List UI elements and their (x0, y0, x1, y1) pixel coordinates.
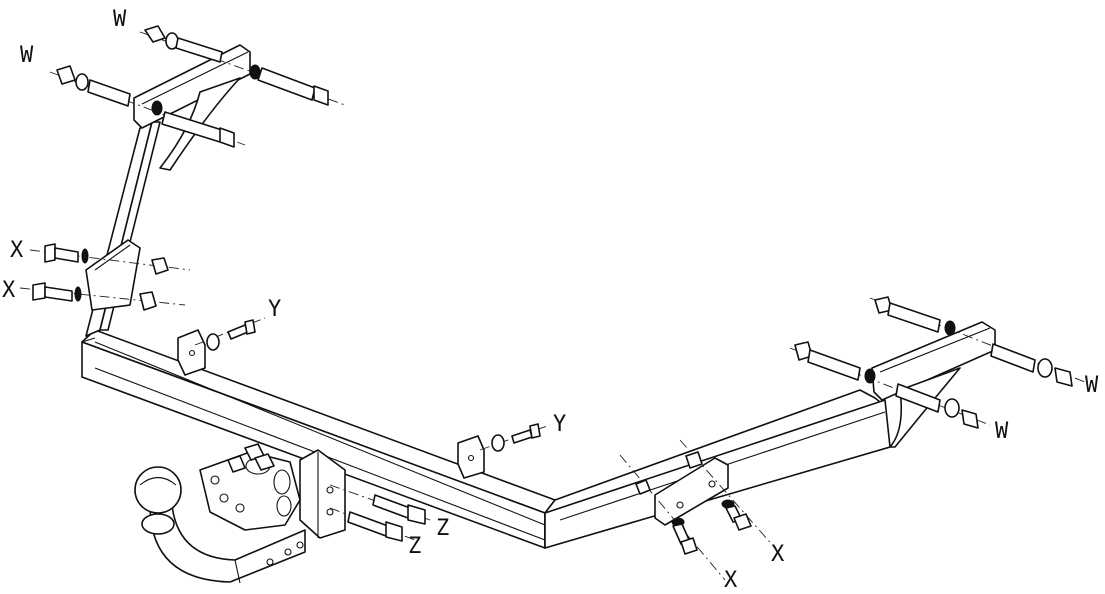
bolt-x-left-lower (19, 282, 186, 311)
label-w-top: W (113, 7, 127, 32)
mount-nuts (227, 443, 275, 473)
bolt-z-lower (329, 507, 416, 542)
bolt-w-left (49, 65, 246, 148)
bolt-w-right-lower (789, 341, 991, 429)
label-w-left: W (20, 43, 34, 68)
label-z-lower: Z (408, 534, 421, 559)
beam-tab-right (457, 435, 485, 479)
bolt-x-left-upper (29, 243, 191, 275)
tow-ball-mount-bracket (299, 449, 346, 539)
callout-labels: W W X X Y Y W W Z Z X X (2, 7, 1099, 593)
right-lower-mount-plate (654, 457, 729, 526)
label-y-right: Y (553, 412, 566, 437)
bolt-x-right-a (619, 454, 726, 581)
bolt-y-right (479, 423, 551, 452)
tow-ball-neck (149, 504, 306, 584)
label-x-left-upper: X (10, 238, 24, 263)
ball-mount-flange-plate (199, 451, 301, 531)
left-side-arm (85, 44, 251, 337)
bolt-w-top (139, 25, 346, 106)
tow-ball (134, 466, 182, 535)
label-w-right-upper: W (1085, 373, 1099, 398)
label-x-right-a: X (724, 568, 738, 593)
label-y-left: Y (268, 297, 281, 322)
label-z-upper: Z (436, 516, 449, 541)
beam-tab-left (177, 329, 206, 376)
label-x-left-lower: X (2, 278, 16, 303)
label-x-right-b: X (771, 542, 785, 567)
bolt-z-upper (329, 484, 431, 525)
bolt-y-left (194, 317, 266, 351)
label-w-right-lower: W (995, 419, 1009, 444)
bolt-x-right-b (679, 439, 776, 549)
bolt-w-right-upper (869, 296, 1086, 387)
